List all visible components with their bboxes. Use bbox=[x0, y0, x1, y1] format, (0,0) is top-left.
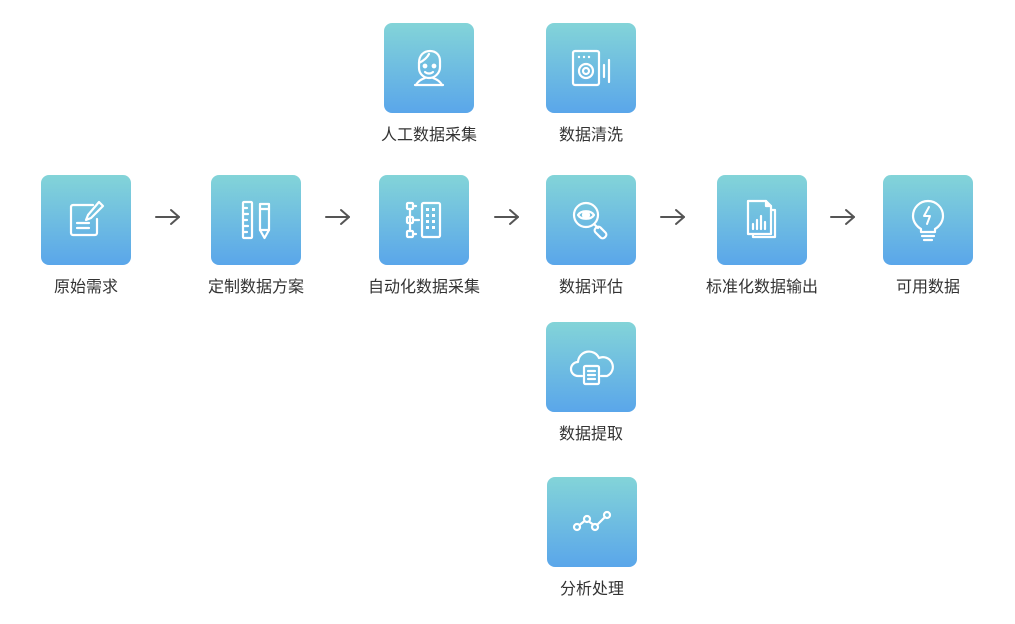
node-label: 原始需求 bbox=[53, 277, 119, 296]
arrow-right-icon bbox=[325, 209, 350, 225]
node-label: 数据清洗 bbox=[558, 125, 624, 144]
tile bbox=[211, 175, 301, 265]
tile bbox=[547, 477, 637, 567]
speaker-clean-icon bbox=[571, 49, 611, 87]
node-usable-data: 可用数据 bbox=[883, 175, 973, 296]
node-custom-plan: 定制数据方案 bbox=[208, 175, 304, 296]
node-label: 可用数据 bbox=[895, 277, 961, 296]
edit-document-icon bbox=[69, 200, 105, 237]
cloud-document-icon bbox=[569, 350, 614, 386]
eye-magnifier-icon bbox=[572, 201, 608, 240]
tile bbox=[546, 322, 636, 412]
arrow-right-icon bbox=[155, 209, 180, 225]
arrow-right-icon bbox=[660, 209, 685, 225]
tile bbox=[717, 175, 807, 265]
node-label: 自动化数据采集 bbox=[367, 277, 481, 296]
arrow-right-icon bbox=[494, 209, 519, 225]
node-standard-output: 标准化数据输出 bbox=[706, 175, 818, 296]
hierarchy-grid-icon bbox=[405, 201, 442, 239]
node-label: 标准化数据输出 bbox=[705, 277, 819, 296]
node-data-evaluation: 数据评估 bbox=[546, 175, 636, 296]
node-label: 定制数据方案 bbox=[207, 277, 305, 296]
line-graph-icon bbox=[572, 510, 612, 532]
report-chart-icon bbox=[746, 199, 777, 239]
lightbulb-icon bbox=[911, 199, 945, 242]
node-label: 数据提取 bbox=[558, 424, 624, 443]
node-label: 数据评估 bbox=[558, 277, 624, 296]
tile bbox=[546, 175, 636, 265]
node-analysis-processing: 分析处理 bbox=[547, 477, 637, 598]
node-manual-collection: 人工数据采集 bbox=[381, 23, 477, 144]
node-label: 分析处理 bbox=[559, 579, 625, 598]
tile bbox=[384, 23, 474, 113]
tile bbox=[379, 175, 469, 265]
tile bbox=[546, 23, 636, 113]
person-face-icon bbox=[413, 49, 445, 87]
arrow-right-icon bbox=[830, 209, 855, 225]
node-auto-collection: 自动化数据采集 bbox=[368, 175, 480, 296]
node-original-requirement: 原始需求 bbox=[41, 175, 131, 296]
tile bbox=[883, 175, 973, 265]
ruler-pencil-icon bbox=[241, 200, 271, 240]
node-data-extraction: 数据提取 bbox=[546, 322, 636, 443]
tile bbox=[41, 175, 131, 265]
node-label: 人工数据采集 bbox=[380, 125, 478, 144]
node-data-cleaning: 数据清洗 bbox=[546, 23, 636, 144]
